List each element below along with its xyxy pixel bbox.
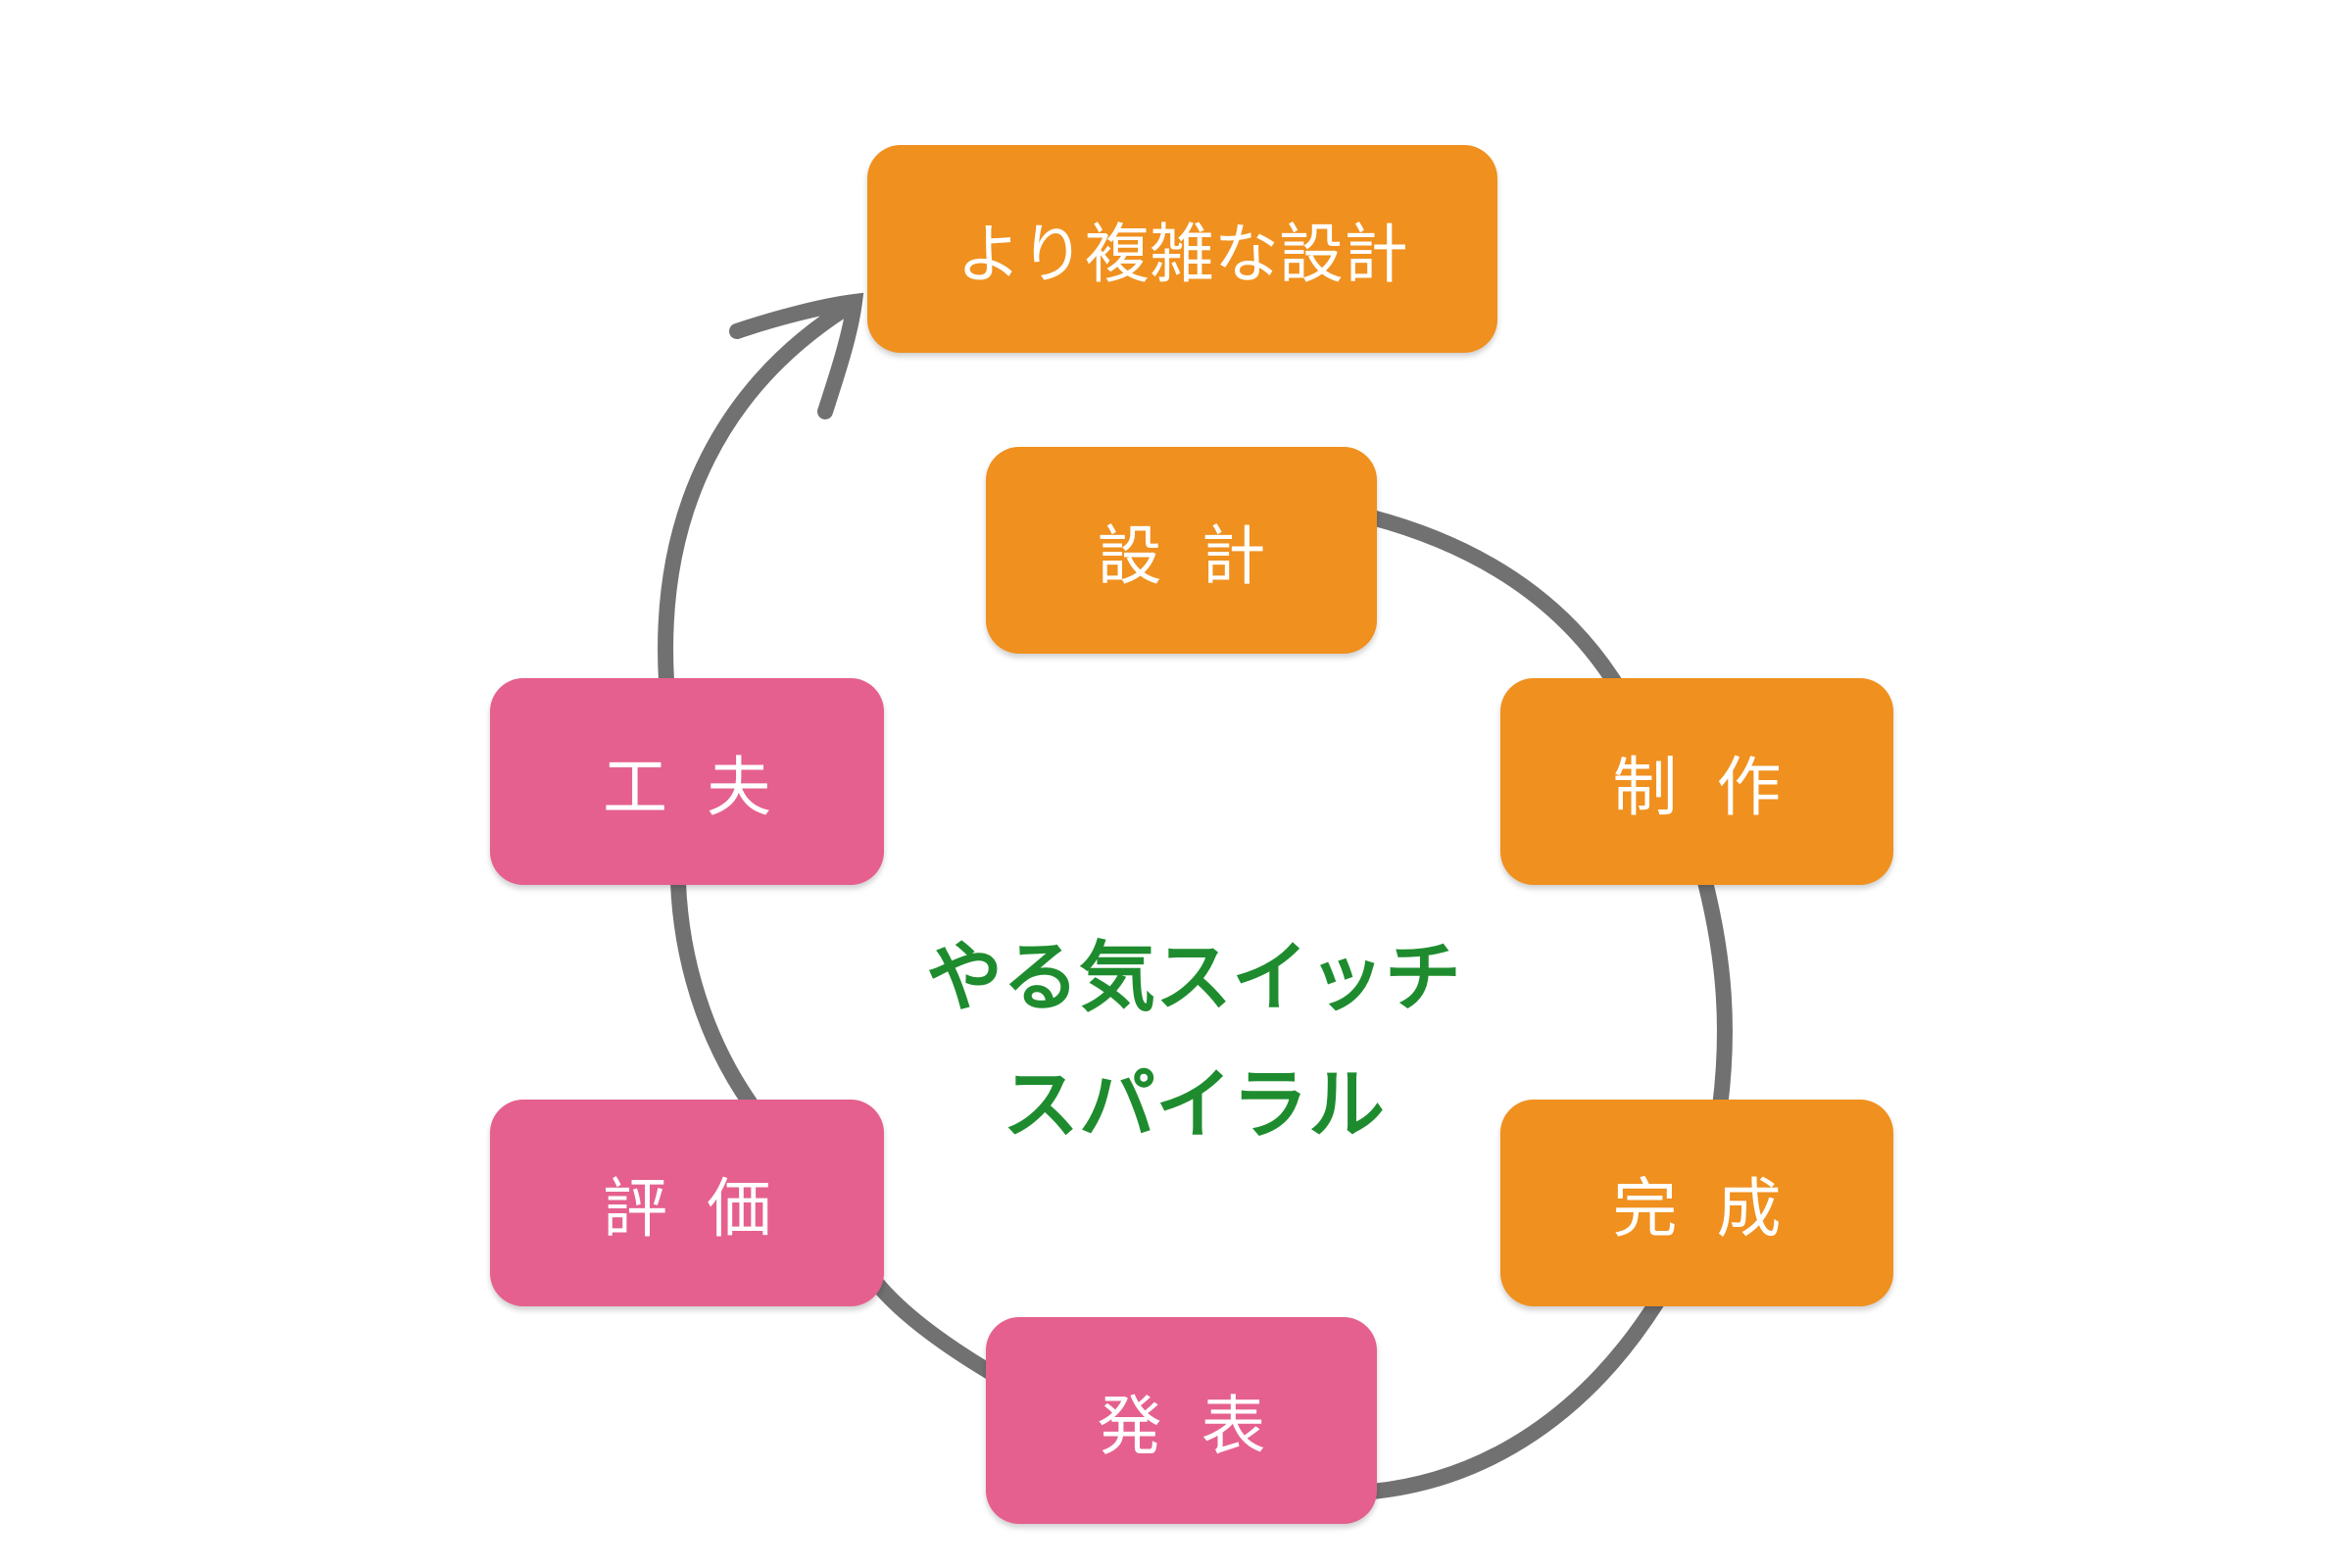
next-step-box: より複雑な設計	[867, 145, 1497, 353]
connector-design-to-make	[1364, 510, 1625, 694]
next-step-label: より複雑な設計	[956, 217, 1408, 292]
connector-make-to-complete	[1697, 874, 1733, 1115]
connector-evaluate-to-improve	[670, 874, 758, 1110]
step-label: 発表	[1097, 1388, 1305, 1464]
step-label: 制作	[1612, 749, 1821, 825]
step-make: 制作	[1500, 678, 1893, 885]
step-complete: 完成	[1500, 1100, 1893, 1306]
step-label: 完成	[1612, 1170, 1821, 1247]
connector-present-to-evaluate	[869, 1276, 998, 1380]
step-evaluate: 評価	[490, 1100, 884, 1306]
step-improve: 工夫	[490, 678, 884, 885]
step-present: 発表	[986, 1317, 1377, 1524]
step-label: 評価	[603, 1170, 810, 1247]
diagram-title-line-1: やる気スイッチ	[925, 934, 1461, 1022]
step-design: 設計	[986, 447, 1377, 654]
arrow-head-icon	[729, 292, 864, 419]
step-label: 工夫	[603, 749, 810, 825]
step-label: 設計	[1097, 517, 1305, 594]
connector-improve-to-next	[658, 296, 860, 689]
connector-complete-to-present	[1364, 1296, 1664, 1499]
diagram-title-line-2: スパイラル	[1002, 1061, 1385, 1150]
